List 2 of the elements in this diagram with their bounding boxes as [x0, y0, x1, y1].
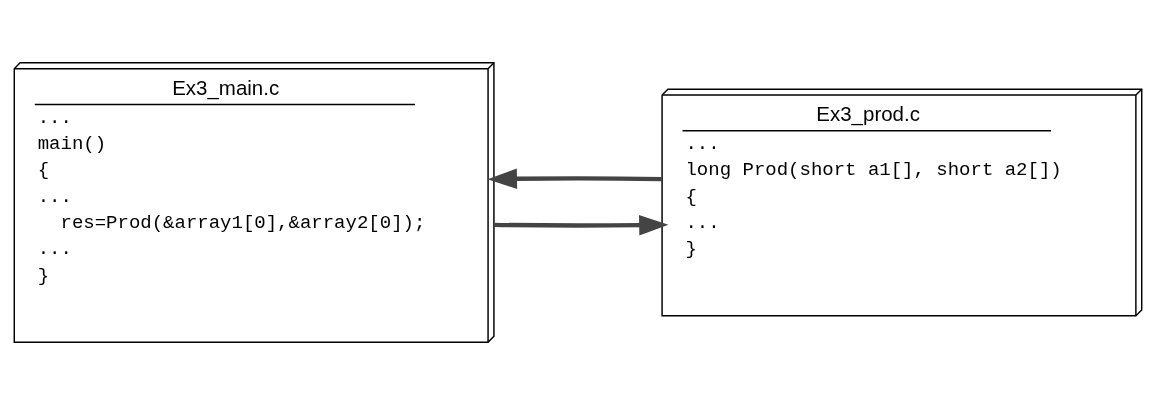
- arrow: [494, 214, 669, 235]
- arrow: [487, 168, 662, 189]
